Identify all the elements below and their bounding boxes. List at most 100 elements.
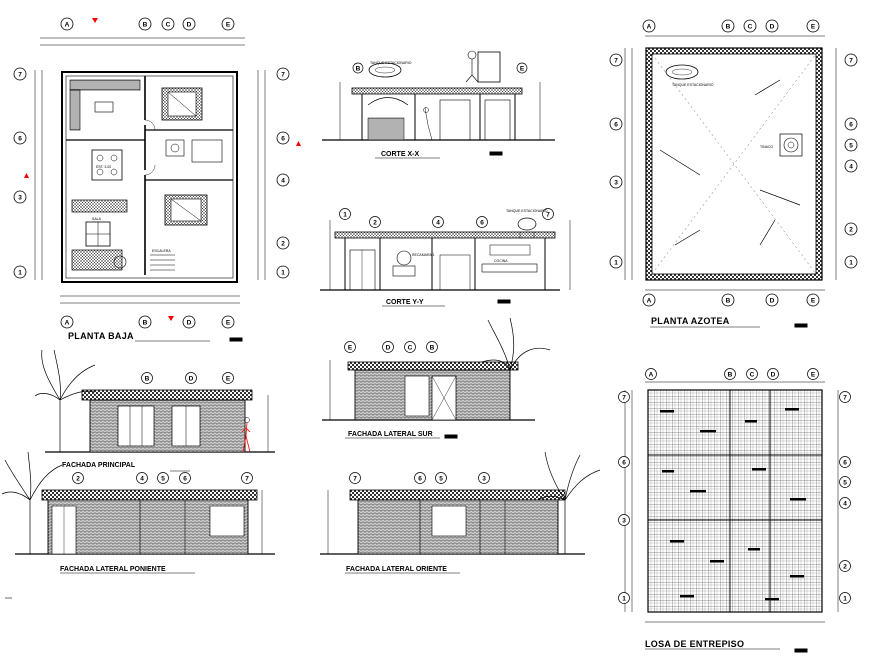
corte-yy-drawing [320, 217, 571, 307]
grid-label: 1 [849, 260, 853, 267]
grid-label: 4 [436, 220, 440, 227]
tank-label: TANQUE ESTACIONARIO [672, 83, 714, 87]
grid-label: A [65, 320, 70, 327]
grid-label: A [649, 372, 654, 379]
grid-label: E [520, 66, 525, 73]
annotation-labels: TANQUE ESTACIONARIO TANQUE ESTACIONARIO … [92, 61, 774, 263]
grid-label: 3 [622, 518, 626, 525]
grid-label: 4 [140, 476, 144, 483]
grid-label: 2 [373, 220, 377, 227]
drawing-titles: PLANTA BAJA CORTE X-X CORTE Y-Y PLANTA A… [60, 151, 744, 649]
tank-label: TANQUE ESTACIONARIO [506, 209, 548, 213]
grid-label: 2 [843, 564, 847, 571]
grid-label: 1 [614, 260, 618, 267]
grid-label: E [348, 345, 353, 352]
room-label: SALA [92, 217, 102, 221]
grid-label: 7 [622, 395, 626, 402]
room-label: ESCALERA [152, 249, 171, 253]
grid-label: 1 [18, 270, 22, 277]
grid-label: 6 [418, 476, 422, 483]
grid-label: C [748, 24, 753, 31]
planta-baja-drawing [34, 37, 266, 342]
title-corte-xx: CORTE X-X [381, 151, 419, 158]
room-label: COCINA [494, 259, 508, 263]
title-corte-yy: CORTE Y-Y [386, 299, 424, 306]
grid-label: E [226, 376, 231, 383]
grid-label: A [647, 24, 652, 31]
title-fachada-lateral-sur: FACHADA LATERAL SUR [348, 431, 433, 438]
grid-label: 5 [849, 143, 853, 150]
grid-label: B [726, 24, 731, 31]
grid-label: D [770, 24, 775, 31]
grid-label: C [408, 345, 413, 352]
fachada-principal-grid-bubbles [141, 372, 234, 384]
fachada-lateral-sur-grid-bubbles [344, 341, 438, 353]
grid-label: 6 [480, 220, 484, 227]
fachada-principal-drawing [34, 349, 275, 472]
grid-label: 3 [482, 476, 486, 483]
grid-label: E [811, 298, 816, 305]
fachada-lateral-poniente-drawing [1, 451, 275, 599]
grid-label: 7 [843, 395, 847, 402]
title-planta-baja: PLANTA BAJA [68, 331, 134, 341]
grid-label: 7 [245, 476, 249, 483]
grid-label: 2 [849, 227, 853, 234]
title-fachada-principal: FACHADA PRINCIPAL [62, 462, 136, 469]
grid-label: 2 [76, 476, 80, 483]
room-label: EST. 3.00 [96, 165, 111, 169]
planta-baja-grid-bubbles [13, 17, 290, 329]
grid-label: C [750, 372, 755, 379]
grid-label: 6 [183, 476, 187, 483]
grid-label: 6 [622, 460, 626, 467]
planta-azotea-grid-bubbles [609, 19, 858, 307]
grid-label: 3 [614, 180, 618, 187]
grid-label: E [811, 372, 816, 379]
fachada-lateral-sur-drawing [322, 317, 551, 439]
grid-label: D [386, 345, 391, 352]
fachada-lateral-oriente-grid-bubbles [349, 472, 490, 484]
grid-label: 6 [843, 460, 847, 467]
grid-label: 6 [281, 136, 285, 143]
title-losa-entrepiso: LOSA DE ENTREPISO [645, 639, 744, 649]
title-fachada-lateral-oriente: FACHADA LATERAL ORIENTE [346, 566, 447, 573]
grid-label: D [771, 372, 776, 379]
title-planta-azotea: PLANTA AZOTEA [651, 316, 730, 326]
grid-label: D [187, 22, 192, 29]
grid-label: B [726, 298, 731, 305]
tank-label: TANQUE ESTACIONARIO [370, 61, 412, 65]
grid-label: 4 [849, 164, 853, 171]
grid-label: C [166, 22, 171, 29]
grid-label: D [189, 376, 194, 383]
grid-label: 6 [18, 136, 22, 143]
grid-label: 1 [843, 596, 847, 603]
room-label: RECAMARA 1 [412, 253, 435, 257]
grid-label: E [226, 320, 231, 327]
grid-label: 6 [614, 122, 618, 129]
grid-label: 1 [343, 212, 347, 219]
grid-bubble-labels: A B C D E A B D E 7 6 3 1 7 6 4 2 1 B E … [18, 22, 853, 603]
title-fachada-lateral-poniente: FACHADA LATERAL PONIENTE [60, 566, 166, 573]
losa-entrepiso-grid-bubbles [618, 368, 851, 604]
fachada-lateral-poniente-grid-bubbles [72, 472, 253, 484]
grid-label: 4 [843, 501, 847, 508]
grid-label: 7 [614, 58, 618, 65]
grid-label: 2 [281, 241, 285, 248]
grid-label: 7 [849, 58, 853, 65]
tank-label: TINACO [760, 145, 774, 149]
grid-label: B [728, 372, 733, 379]
grid-label: D [187, 320, 192, 327]
grid-label: 7 [546, 212, 550, 219]
grid-label: 6 [849, 122, 853, 129]
grid-label: 5 [843, 480, 847, 487]
grid-label: B [145, 376, 150, 383]
corte-xx-drawing [322, 50, 555, 159]
grid-label: 7 [353, 476, 357, 483]
grid-label: 7 [18, 72, 22, 79]
planta-azotea-drawing [624, 35, 837, 328]
grid-label: 1 [622, 596, 626, 603]
grid-label: A [647, 298, 652, 305]
grid-label: E [226, 22, 231, 29]
grid-label: B [356, 66, 361, 73]
grid-label: 5 [439, 476, 443, 483]
